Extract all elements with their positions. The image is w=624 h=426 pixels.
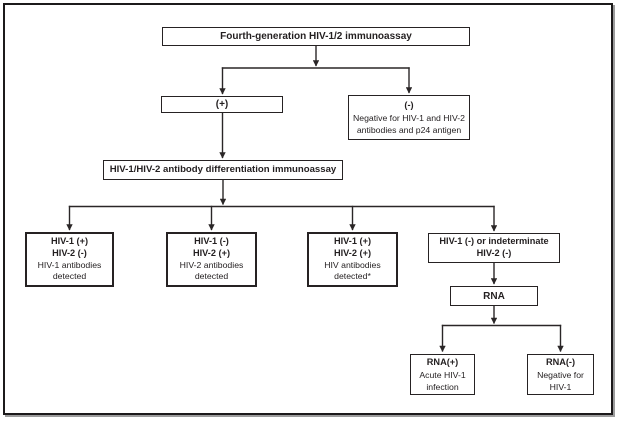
figure-border (3, 3, 613, 415)
node-negative-for-hiv1: RNA(-) Negative for HIV-1 (527, 354, 594, 395)
node-nonreactive-result: (-) Negative for HIV-1 and HIV-2 antibod… (348, 95, 470, 140)
node-label: (+) (215, 99, 229, 110)
node-label: RNA(+) (426, 356, 459, 367)
node-text-line: detected (52, 271, 87, 282)
node-text-line: infection (426, 381, 459, 392)
node-text-line: detected* (334, 271, 371, 282)
node-text-line: HIV-2 antibodies (179, 260, 244, 271)
node-fourth-generation-immunoassay: Fourth-generation HIV-1/2 immunoassay (162, 27, 470, 46)
node-text-line: Negative for HIV-1 and HIV-2 (352, 112, 466, 123)
node-differentiation-immunoassay: HIV-1/HIV-2 antibody differentiation imm… (103, 160, 343, 180)
node-label: HIV-2 (-) (476, 248, 512, 258)
node-label: HIV-2 (+) (333, 248, 371, 259)
node-label: HIV-2 (+) (192, 248, 230, 259)
node-indeterminate-result: HIV-1 (-) or indeterminate HIV-2 (-) (428, 233, 560, 263)
node-label: RNA(-) (545, 356, 576, 367)
node-reactive-result: (+) (161, 96, 283, 113)
node-label: HIV-1 (-) (194, 236, 229, 247)
node-label: RNA (483, 290, 505, 302)
node-hiv2-antibodies-detected: HIV-1 (-) HIV-2 (+) HIV-2 antibodies det… (166, 232, 257, 287)
node-text-line: HIV-1 (549, 381, 572, 392)
node-text-line: Negative for (537, 369, 584, 380)
node-text-line: detected (194, 271, 229, 282)
node-label: HIV-2 (-) (52, 248, 87, 259)
node-rna-test: RNA (450, 286, 538, 306)
node-label: HIV-1 (+) (50, 236, 88, 247)
node-label: HIV-1 (+) (333, 236, 371, 247)
node-text-line: HIV antibodies (324, 260, 381, 271)
node-hiv1-antibodies-detected: HIV-1 (+) HIV-2 (-) HIV-1 antibodies det… (25, 232, 114, 287)
node-label: HIV-1/HIV-2 antibody differentiation imm… (109, 163, 337, 175)
node-acute-hiv1-infection: RNA(+) Acute HIV-1 infection (410, 354, 475, 395)
node-label: (-) (404, 99, 414, 110)
node-label: HIV-1 (-) or indeterminate (439, 236, 549, 247)
node-label: Fourth-generation HIV-1/2 immunoassay (220, 31, 412, 42)
node-text-line: Acute HIV-1 (419, 369, 466, 380)
node-hiv-antibodies-detected: HIV-1 (+) HIV-2 (+) HIV antibodies detec… (307, 232, 398, 287)
node-text-line: antibodies and p24 antigen (356, 124, 462, 135)
node-text-line: HIV-1 antibodies (37, 260, 102, 271)
